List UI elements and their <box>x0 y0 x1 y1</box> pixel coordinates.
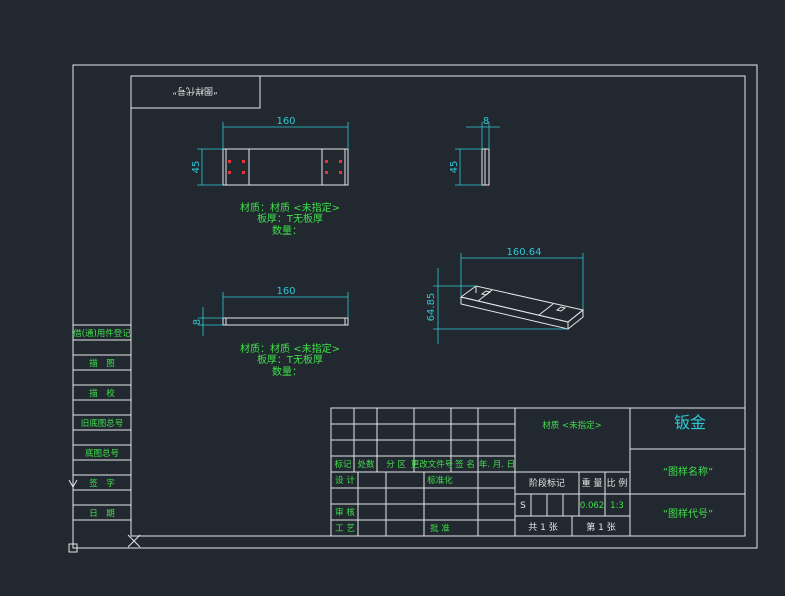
dim-top-height: 45 <box>191 161 202 174</box>
tb-sheets-total: 共 1 张 <box>528 522 557 533</box>
tb-title: 钣金 <box>674 413 706 432</box>
note1-material: 材质：材质 <未指定> <box>240 201 340 214</box>
tb-r-review: 审 核 <box>335 507 355 518</box>
top-view[interactable]: 160 45 <box>191 116 349 186</box>
tb-weight-value: 0.062 <box>580 501 604 511</box>
outer-border <box>72 64 758 549</box>
note1-thickness: 板厚：T无板厚 <box>257 212 323 225</box>
side-item-6: 日 期 <box>89 509 115 519</box>
note2-qty: 数量： <box>272 365 302 378</box>
tb-weight-label: 重 量 <box>582 477 603 489</box>
side-item-0: 借(通)用件登记 <box>73 328 131 339</box>
dim-side-height: 45 <box>449 161 460 174</box>
dim-top-width: 160 <box>276 116 295 127</box>
tb-r-process: 工 艺 <box>335 524 355 534</box>
side-item-3: 旧底图总号 <box>81 418 124 429</box>
hole-markers <box>228 160 342 174</box>
tb-h-date: 年. 月. 日 <box>479 459 515 470</box>
side-item-1: 描 图 <box>89 358 115 369</box>
iso-top-face <box>459 285 585 323</box>
tb-h-sign: 签 名 <box>455 459 475 470</box>
tb-r-design: 设 计 <box>335 475 355 486</box>
note2-material: 材质：材质 <未指定> <box>240 342 340 355</box>
ucs-icon <box>68 479 141 553</box>
tb-stage-label: 阶段标记 <box>529 477 565 489</box>
front-view-outline <box>222 317 349 326</box>
note1-qty: 数量： <box>272 224 302 237</box>
side-item-2: 描 校 <box>89 388 115 399</box>
top-code-label: “图样代号” <box>172 85 217 97</box>
tb-scale-label: 比 例 <box>607 477 628 489</box>
isometric-view[interactable]: 160.64 64.85 <box>426 247 585 344</box>
side-item-4: 底图总号 <box>85 448 119 459</box>
tb-r-std: 标准化 <box>427 475 453 486</box>
top-view-outline <box>222 148 349 186</box>
tb-drawing-code: “图样代号” <box>663 507 713 520</box>
dim-iso-height: 64.85 <box>426 293 437 322</box>
top-code-box <box>130 75 261 109</box>
tb-sheet-no: 第 1 张 <box>586 521 615 533</box>
tb-h-count: 处数 <box>357 459 375 470</box>
dim-side-thickness: 8 <box>483 116 489 127</box>
tb-drawing-name: “图样名称” <box>663 465 713 478</box>
tb-r-approve: 批 准 <box>430 523 450 534</box>
dim-front-width: 160 <box>276 286 295 297</box>
tb-h-docno: 更改文件号 <box>411 459 454 470</box>
tb-scale-value: 1:3 <box>610 501 624 511</box>
side-view[interactable]: 8 45 <box>449 116 500 186</box>
side-column: 借(通)用件登记 描 图 描 校 旧底图总号 底图总号 签 字 日 期 <box>73 324 131 521</box>
side-item-5: 签 字 <box>89 478 115 489</box>
title-block: 材质 <未指定> 钣金 “图样名称” “图样代号” 标记 处数 分 区 更改文件… <box>330 407 746 537</box>
note2-thickness: 板厚：T无板厚 <box>257 353 323 366</box>
tb-stage-s: S <box>520 501 526 511</box>
dim-iso-width: 160.64 <box>507 247 542 258</box>
front-view[interactable]: 160 8 <box>192 286 349 336</box>
tb-h-mark: 标记 <box>334 459 352 470</box>
dim-front-height: 8 <box>192 319 203 325</box>
tb-h-zone: 分 区 <box>386 460 406 470</box>
tb-material: 材质 <未指定> <box>542 420 601 431</box>
